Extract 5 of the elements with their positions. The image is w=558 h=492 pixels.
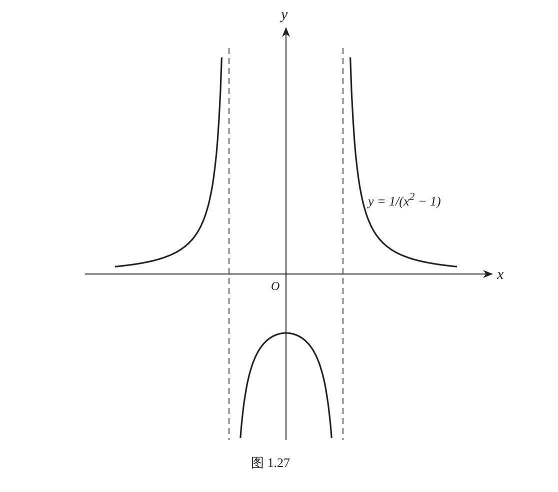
axis-label: y xyxy=(281,8,288,23)
figure-caption: 图 1.27 xyxy=(251,456,290,469)
axis-label: x xyxy=(497,268,504,283)
function-label: y = 1/(x$^{2}$ − 1) xyxy=(368,192,441,208)
origin-label: O xyxy=(271,280,280,292)
